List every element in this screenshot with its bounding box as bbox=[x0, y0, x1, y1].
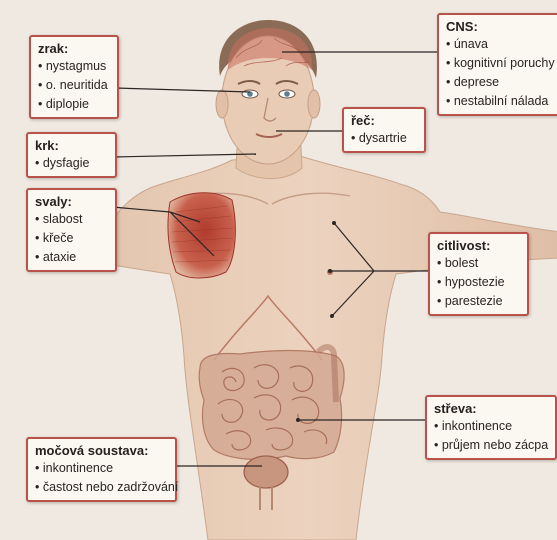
pointer-dot-citlivost-3 bbox=[330, 314, 334, 318]
ear-left bbox=[216, 90, 228, 118]
label-zrak: zrak: nystagmus o. neuritida diplopie bbox=[29, 35, 119, 119]
label-cns: CNS: únava kognitivní poruchy deprese ne… bbox=[437, 13, 557, 116]
label-cns-title: CNS: bbox=[446, 18, 552, 35]
label-svaly-item: křeče bbox=[35, 229, 109, 248]
label-streva-title: střeva: bbox=[434, 400, 549, 417]
label-citlivost-item: hypostezie bbox=[437, 273, 521, 292]
bladder bbox=[244, 456, 288, 488]
label-mocova-item: častost nebo zadržování bbox=[35, 478, 169, 497]
iris-right bbox=[284, 91, 290, 97]
label-krk: krk: dysfagie bbox=[26, 132, 117, 178]
label-mocova: močová soustava: inkontinence častost ne… bbox=[26, 437, 177, 502]
pointer-dot-citlivost-2 bbox=[328, 269, 332, 273]
label-svaly: svaly: slabost křeče ataxie bbox=[26, 188, 117, 272]
label-zrak-item: o. neuritida bbox=[38, 76, 111, 95]
label-citlivost: citlivost: bolest hypostezie parestezie bbox=[428, 232, 529, 316]
label-streva-item: průjem nebo zácpa bbox=[434, 436, 549, 455]
label-citlivost-item: parestezie bbox=[437, 292, 521, 311]
ear-right bbox=[308, 90, 320, 118]
label-svaly-item: slabost bbox=[35, 210, 109, 229]
label-zrak-item: nystagmus bbox=[38, 57, 111, 76]
label-cns-item: únava bbox=[446, 35, 552, 54]
label-streva-item: inkontinence bbox=[434, 417, 549, 436]
label-citlivost-title: citlivost: bbox=[437, 237, 521, 254]
label-zrak-item: diplopie bbox=[38, 95, 111, 114]
label-citlivost-item: bolest bbox=[437, 254, 521, 273]
chest-muscle bbox=[168, 193, 235, 278]
label-svaly-item: ataxie bbox=[35, 248, 109, 267]
label-cns-item: nestabilní nálada bbox=[446, 92, 552, 111]
label-krk-item: dysfagie bbox=[35, 154, 109, 173]
pointer-dot-streva bbox=[296, 418, 300, 422]
pointer-dot-citlivost-1 bbox=[332, 221, 336, 225]
label-streva: střeva: inkontinence průjem nebo zácpa bbox=[425, 395, 557, 460]
label-rec-item: dysartrie bbox=[351, 129, 418, 148]
label-zrak-title: zrak: bbox=[38, 40, 111, 57]
label-svaly-title: svaly: bbox=[35, 193, 109, 210]
label-rec-title: řeč: bbox=[351, 112, 418, 129]
label-krk-title: krk: bbox=[35, 137, 109, 154]
label-cns-item: deprese bbox=[446, 73, 552, 92]
label-cns-item: kognitivní poruchy bbox=[446, 54, 552, 73]
label-mocova-title: močová soustava: bbox=[35, 442, 169, 459]
label-rec: řeč: dysartrie bbox=[342, 107, 426, 153]
label-mocova-item: inkontinence bbox=[35, 459, 169, 478]
